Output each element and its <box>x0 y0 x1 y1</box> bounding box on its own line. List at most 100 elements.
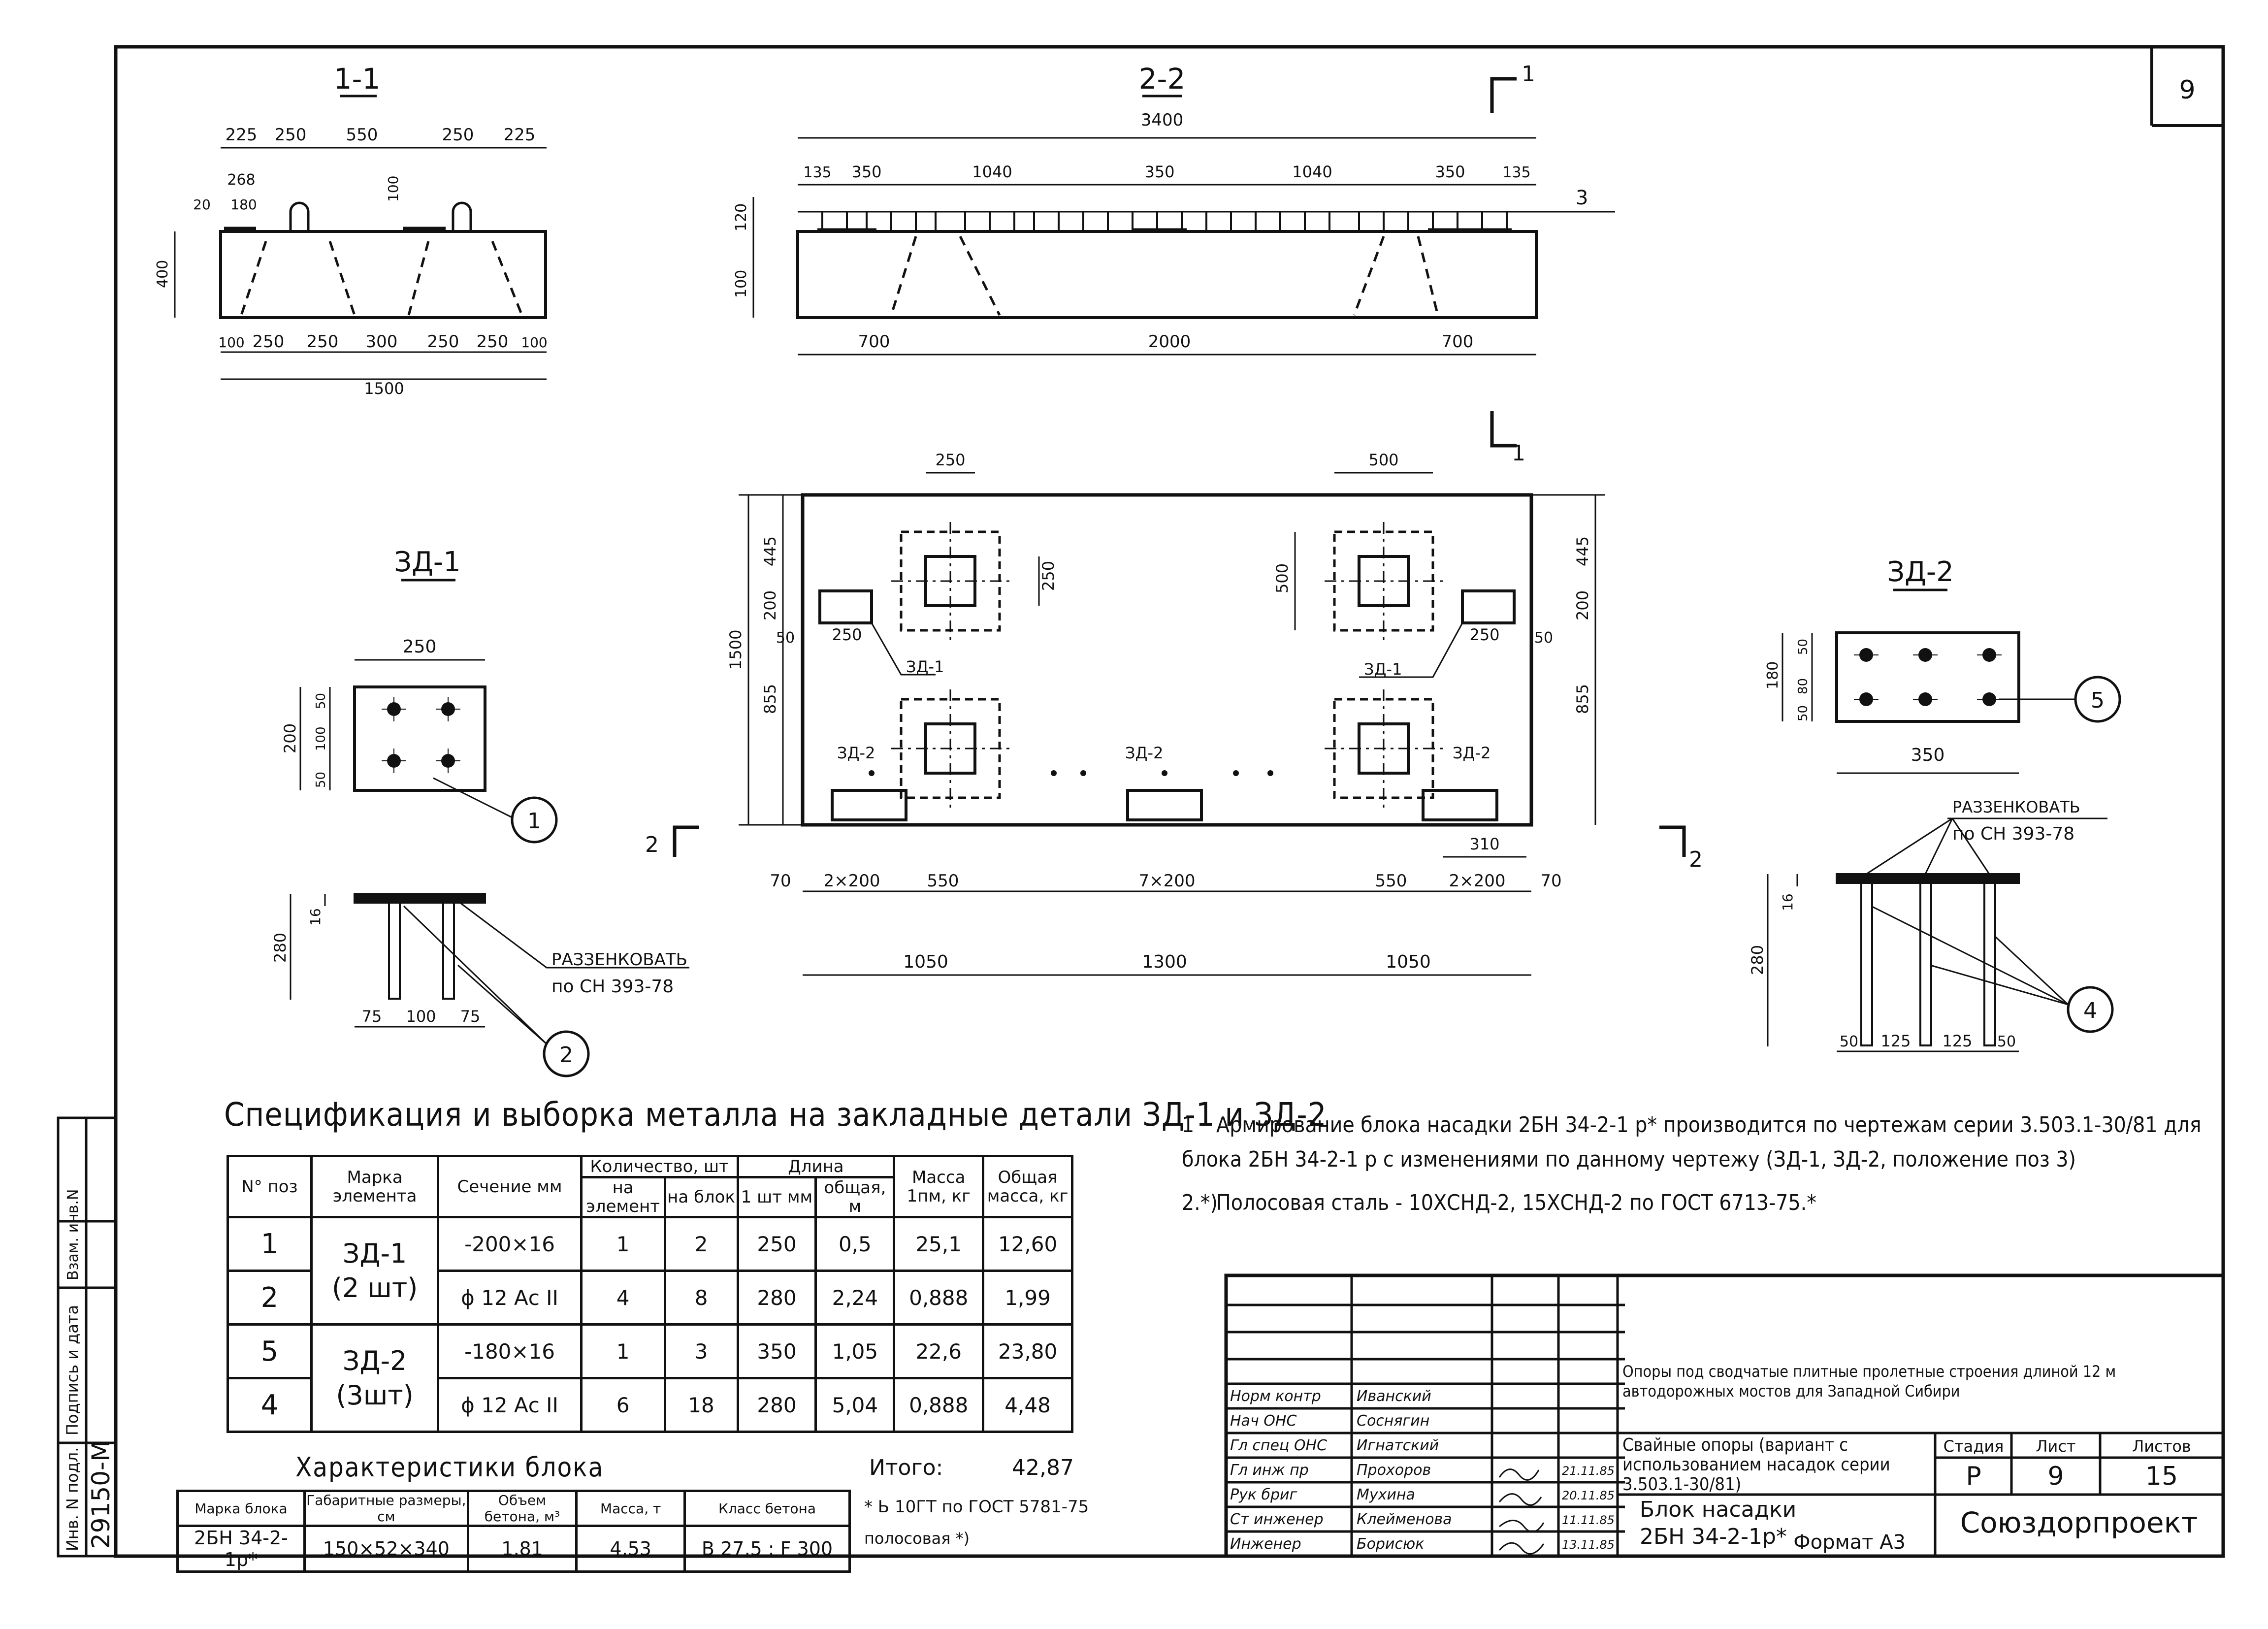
svg-text:Иванский: Иванский <box>1357 1388 1431 1405</box>
svg-text:ЗД-2: ЗД-2 <box>1453 744 1490 762</box>
svg-text:50: 50 <box>1997 1033 2016 1050</box>
svg-text:2000: 2000 <box>1148 332 1191 352</box>
svg-text:Ст инженер: Ст инженер <box>1230 1511 1324 1528</box>
svg-text:2×200: 2×200 <box>823 871 880 891</box>
detail-zd2: ЗД-2 180 50 80 50 350 5 РАЗЗЕНКОВАТЬ по … <box>1748 556 2121 1052</box>
svg-text:75: 75 <box>460 1007 481 1026</box>
svg-text:3400: 3400 <box>1141 110 1184 130</box>
svg-text:ЗД-2: ЗД-2 <box>1125 744 1163 762</box>
svg-text:200: 200 <box>281 723 299 753</box>
table-row: 1 ЗД-1(2 шт) -200×16 1 2 250 0,5 25,1 12… <box>227 1216 1073 1326</box>
svg-text:1500: 1500 <box>726 630 745 670</box>
svg-text:445: 445 <box>1573 536 1592 566</box>
svg-text:1050: 1050 <box>903 952 948 972</box>
spec-table: N° поз Марка элемента Сечение мм Количес… <box>227 1155 1073 1433</box>
svg-text:550: 550 <box>346 125 378 145</box>
svg-text:225: 225 <box>504 125 536 145</box>
svg-text:Подпись и дата: Подпись и дата <box>63 1305 82 1435</box>
table-row: 5 ЗД-2(3шт) -180×16 1 3 350 1,05 22,6 23… <box>227 1323 1073 1433</box>
svg-text:Мухина: Мухина <box>1357 1486 1415 1503</box>
pile-socket-bottom-right <box>1325 689 1443 808</box>
svg-text:Соснягин: Соснягин <box>1357 1412 1429 1430</box>
callout-4 <box>2067 986 2114 1033</box>
svg-text:Норм контр: Норм контр <box>1230 1388 1321 1405</box>
svg-text:700: 700 <box>858 332 890 352</box>
svg-text:300: 300 <box>366 332 398 352</box>
block-characteristics-table: Марка блока Габаритные размеры, см Объем… <box>176 1490 851 1573</box>
svg-text:20: 20 <box>193 196 211 213</box>
svg-text:1050: 1050 <box>1386 952 1431 972</box>
svg-text:Рук бриг: Рук бриг <box>1230 1486 1297 1503</box>
svg-text:1: 1 <box>1522 62 1535 87</box>
svg-text:50: 50 <box>1534 629 1553 647</box>
svg-text:350: 350 <box>851 163 881 181</box>
svg-text:2: 2 <box>645 832 659 857</box>
svg-text:50: 50 <box>314 772 328 788</box>
table-row: 4 ϕ 12 Aс II 6 18 280 5,04 0,888 4,48 <box>227 1377 1073 1433</box>
callout-2 <box>543 1030 590 1077</box>
svg-text:250: 250 <box>477 332 509 352</box>
svg-text:2: 2 <box>1689 847 1703 872</box>
svg-text:70: 70 <box>770 871 791 891</box>
plan-view: 1500 445 200 855 50 445 200 855 50 250 2… <box>726 451 1605 976</box>
svg-text:2×200: 2×200 <box>1449 871 1505 891</box>
svg-text:100: 100 <box>521 334 547 351</box>
svg-text:180: 180 <box>230 196 257 213</box>
svg-text:350: 350 <box>1435 163 1465 181</box>
svg-text:100: 100 <box>385 176 401 202</box>
svg-text:125: 125 <box>1942 1032 1972 1050</box>
svg-text:Клейменова: Клейменова <box>1357 1511 1452 1528</box>
svg-text:855: 855 <box>1573 684 1592 714</box>
svg-text:550: 550 <box>927 871 959 891</box>
zd2-title: ЗД-2 <box>1887 556 1954 588</box>
svg-text:Инженер: Инженер <box>1230 1535 1301 1553</box>
svg-text:400: 400 <box>154 260 171 288</box>
pile-socket-top-left: 250 250 <box>891 451 1058 640</box>
section-1-1: 1-1 225 250 550 250 225 268 180 20 100 4… <box>154 62 548 398</box>
svg-text:250: 250 <box>442 125 474 145</box>
char-title: Характеристики блока <box>295 1452 604 1483</box>
svg-text:500: 500 <box>1368 451 1398 469</box>
svg-text:250: 250 <box>1039 561 1058 591</box>
svg-text:2: 2 <box>559 1043 573 1068</box>
svg-text:3: 3 <box>1576 187 1588 209</box>
svg-text:700: 700 <box>1442 332 1474 352</box>
svg-text:855: 855 <box>761 684 779 714</box>
svg-text:120: 120 <box>733 203 750 231</box>
svg-text:ЗД-1: ЗД-1 <box>906 657 944 676</box>
svg-text:ЗД-2: ЗД-2 <box>837 744 875 762</box>
svg-text:268: 268 <box>227 171 255 189</box>
svg-text:РАЗЗЕНКОВАТЬ: РАЗЗЕНКОВАТЬ <box>551 950 687 970</box>
svg-text:125: 125 <box>1880 1032 1911 1050</box>
svg-text:Гл спец ОНС: Гл спец ОНС <box>1230 1437 1327 1454</box>
pile-socket-top-right: 500 500 <box>1273 451 1443 640</box>
svg-text:по СН 393-78: по СН 393-78 <box>551 977 674 997</box>
detail-zd1: ЗД-1 250 200 50 100 50 1 16 280 75 100 7… <box>271 546 689 1077</box>
svg-text:1040: 1040 <box>1292 163 1332 181</box>
svg-text:200: 200 <box>761 590 779 620</box>
steel-note-2: полосовая *) <box>864 1529 970 1548</box>
svg-text:1: 1 <box>1512 441 1525 466</box>
format-label: Формат А3 <box>1793 1531 1906 1554</box>
project-title: Опоры под сводчатые плитные пролетные ст… <box>1622 1362 2116 1401</box>
note-2: 2.*)Полосовая сталь - 10ХСНД-2, 15ХСНД-2… <box>1182 1190 1816 1215</box>
svg-text:16: 16 <box>1780 893 1796 911</box>
plate-zd2-right <box>1422 789 1498 821</box>
svg-text:50: 50 <box>1840 1033 1858 1050</box>
svg-text:Игнатский: Игнатский <box>1357 1437 1439 1454</box>
svg-text:280: 280 <box>271 933 290 963</box>
svg-text:РАЗЗЕНКОВАТЬ: РАЗЗЕНКОВАТЬ <box>1952 798 2080 816</box>
svg-text:50: 50 <box>1796 705 1811 721</box>
drawing-frame <box>114 45 2225 1558</box>
inventory-number: 29150-М <box>87 1440 115 1549</box>
callout-5 <box>2074 676 2121 723</box>
svg-text:80: 80 <box>1796 678 1811 694</box>
svg-text:250: 250 <box>307 332 339 352</box>
organization: Союздорпроект <box>1960 1506 2198 1539</box>
svg-text:16: 16 <box>307 908 324 926</box>
svg-text:1040: 1040 <box>972 163 1012 181</box>
section-2-2: 2-2 3400 135 350 1040 350 1040 350 135 1… <box>733 62 1615 356</box>
svg-text:1: 1 <box>527 809 541 834</box>
svg-text:100: 100 <box>314 726 328 751</box>
